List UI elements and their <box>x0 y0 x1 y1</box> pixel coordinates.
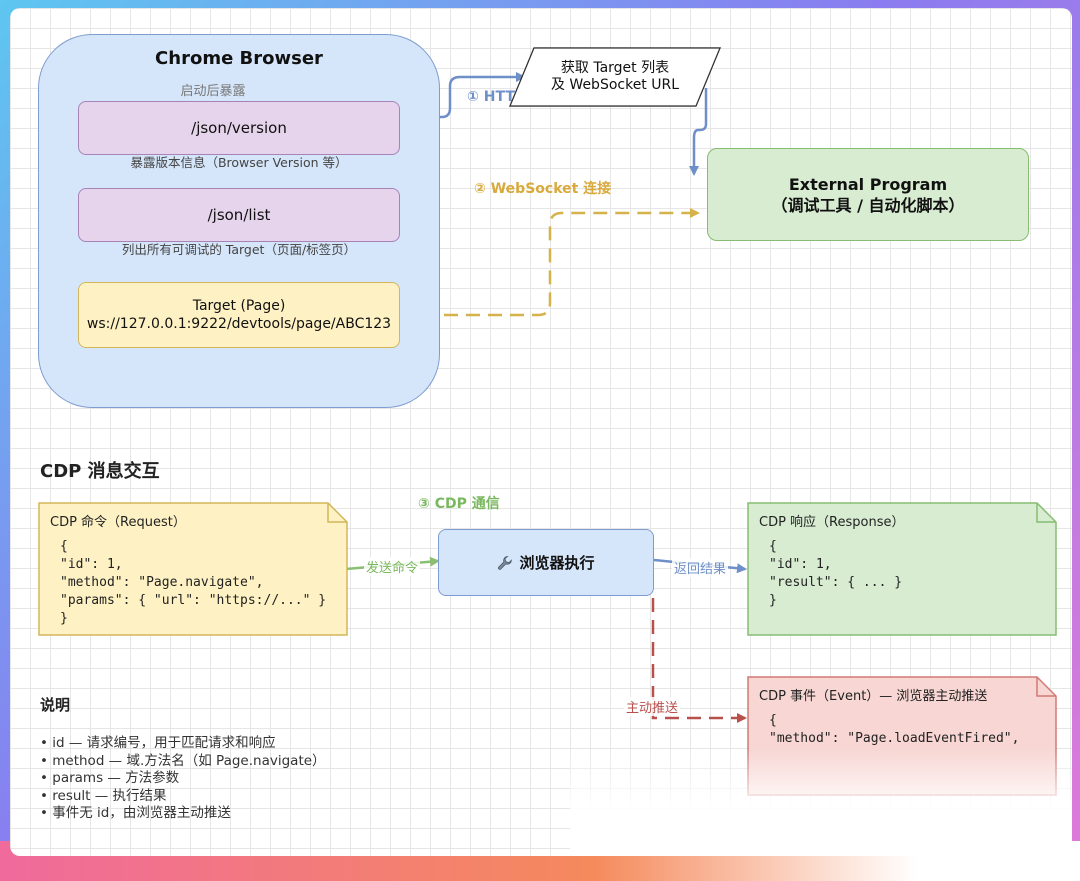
description-item: • method — 域.方法名（如 Page.navigate） <box>40 752 326 769</box>
event-code: { "method": "Page.loadEventFired", <box>769 713 1020 746</box>
target-title: Target (Page) <box>192 298 286 314</box>
external-title: External Program <box>788 174 948 194</box>
websocket-edge-label: ② WebSocket 连接 <box>474 181 612 197</box>
external-subtitle: （调试工具 / 自动化脚本） <box>771 195 965 215</box>
json-version-label: /json/version <box>191 119 287 137</box>
description-item: • 事件无 id，由浏览器主动推送 <box>40 805 231 821</box>
http-edge <box>400 72 526 119</box>
send-edge-label: 发送命令 <box>364 557 421 576</box>
version-note: 暴露版本信息（Browser Version 等） <box>130 155 348 170</box>
request-code: { "id": 1, "method": "Page.navigate", "p… <box>60 539 327 626</box>
target-page-box: Target (Page) ws://127.0.0.1:9222/devtoo… <box>78 282 400 348</box>
description-item: • params — 方法参数 <box>40 770 180 786</box>
push-edge-label: 主动推送 <box>624 697 681 716</box>
json-list-label: /json/list <box>207 206 271 224</box>
fetch-line-2-overlay: 及 WebSocket URL <box>550 77 680 93</box>
request-note: CDP 命令（Request） { "id": 1, "method": "Pa… <box>38 502 348 636</box>
http-edge-label: ① HTTP <box>467 89 526 105</box>
fetch-line-1-overlay: 获取 Target 列表 <box>560 60 670 76</box>
exposed-label: 启动后暴露 <box>180 84 246 99</box>
fetch-target-box-overlay <box>509 47 721 107</box>
fetch-target-text-overlay: 获取 Target 列表 及 WebSocket URL <box>530 47 700 107</box>
event-header: CDP 事件（Event）— 浏览器主动推送 <box>759 689 988 704</box>
wrench-icon <box>498 555 513 570</box>
description-title: 说明 <box>40 696 71 714</box>
request-note-shape <box>38 502 348 636</box>
description-item: • result — 执行结果 <box>40 787 167 804</box>
diagram-canvas: Chrome Browser 启动后暴露 /json/version 暴露版本信… <box>10 8 1072 856</box>
description-item: • id — 请求编号，用于匹配请求和响应 <box>40 735 276 751</box>
external-program-box: External Program （调试工具 / 自动化脚本） <box>707 148 1029 241</box>
websocket-edge <box>400 208 700 317</box>
fetch-to-external-edge <box>689 88 708 176</box>
request-header: CDP 命令（Request） <box>50 515 186 530</box>
section-title: CDP 消息交互 <box>40 461 160 482</box>
json-version-endpoint: /json/version <box>78 101 400 155</box>
response-note: CDP 响应（Response） { "id": 1, "result": { … <box>747 502 1057 636</box>
response-header: CDP 响应（Response） <box>759 515 905 530</box>
response-note-shape <box>747 502 1057 636</box>
push-edge <box>651 598 747 723</box>
browser-title: Chrome Browser <box>155 48 323 69</box>
browser-execute-box: 浏览器执行 <box>438 529 654 596</box>
response-code: { "id": 1, "result": { ... } } <box>769 539 903 608</box>
return-edge-label: 返回结果 <box>672 558 729 577</box>
browser-execute-label: 浏览器执行 <box>519 554 595 572</box>
target-ws-url: ws://127.0.0.1:9222/devtools/page/ABC123 <box>86 316 392 332</box>
description-list: • id — 请求编号，用于匹配请求和响应 • method — 域.方法名（如… <box>40 735 326 823</box>
list-note: 列出所有可调试的 Target（页面/标签页） <box>121 242 357 257</box>
cdp-edge-label: ③ CDP 通信 <box>418 496 500 512</box>
event-note: CDP 事件（Event）— 浏览器主动推送 { "method": "Page… <box>747 676 1057 796</box>
json-list-endpoint: /json/list <box>78 188 400 242</box>
